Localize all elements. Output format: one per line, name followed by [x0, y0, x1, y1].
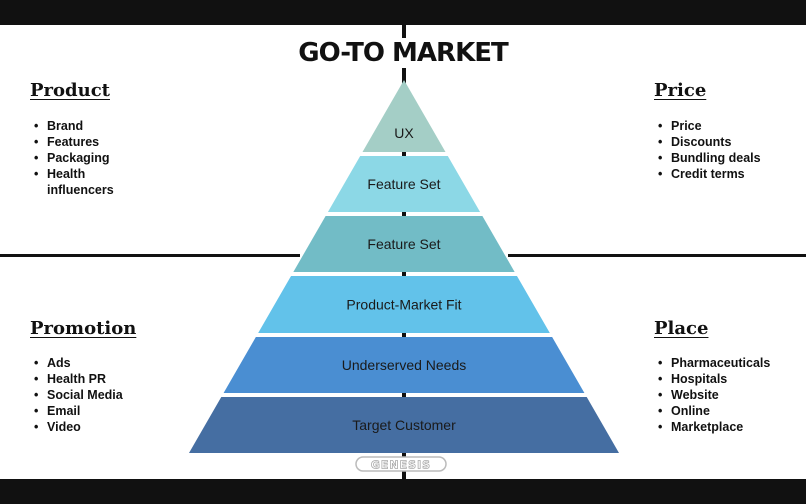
list-item: Website: [656, 387, 801, 403]
price-list: Price Discounts Bundling deals Credit te…: [656, 118, 796, 182]
list-item: Packaging: [32, 150, 142, 166]
list-item: Discounts: [656, 134, 796, 150]
list-item: Online: [656, 403, 801, 419]
list-item: Health PR: [32, 371, 172, 387]
genesis-logo: GENESIS: [355, 456, 447, 472]
pyramid-layer-label: Feature Set: [367, 236, 440, 252]
horizontal-divider-right: [508, 254, 806, 257]
pyramid-layer: [327, 156, 481, 212]
pyramid-layer-label: Product-Market Fit: [346, 297, 461, 313]
list-item: Features: [32, 134, 142, 150]
list-item: Health influencers: [32, 166, 142, 198]
promotion-title: Promotion: [30, 318, 137, 339]
bottom-band: [0, 479, 806, 504]
pyramid-layer-label: Underserved Needs: [342, 357, 467, 373]
list-item: Marketplace: [656, 419, 801, 435]
price-title: Price: [654, 80, 707, 101]
logo-text: GENESIS: [371, 459, 431, 472]
pyramid-layer: [362, 80, 446, 152]
page-title: GO-TO MARKET: [0, 38, 806, 68]
logo-outline: [355, 456, 447, 472]
horizontal-divider-left: [0, 254, 300, 257]
promotion-list: Ads Health PR Social Media Email Video: [32, 355, 172, 435]
top-band: [0, 0, 806, 25]
list-item: Hospitals: [656, 371, 801, 387]
place-title: Place: [654, 318, 709, 339]
pyramid-layer: [258, 276, 550, 333]
pyramid-layer: [223, 337, 585, 393]
pyramid-layer-label: Target Customer: [352, 417, 456, 433]
list-item: Price: [656, 118, 796, 134]
list-item: Video: [32, 419, 172, 435]
pyramid-layer: [189, 397, 619, 453]
product-title: Product: [30, 80, 110, 101]
list-item: Social Media: [32, 387, 172, 403]
pyramid-layer-label: Feature Set: [367, 176, 440, 192]
list-item: Credit terms: [656, 166, 796, 182]
list-item: Email: [32, 403, 172, 419]
product-list: Brand Features Packaging Health influenc…: [32, 118, 142, 198]
pyramid-layer-label: UX: [394, 125, 414, 141]
list-item: Pharmaceuticals: [656, 355, 801, 371]
pyramid-layer: [293, 216, 515, 272]
place-list: Pharmaceuticals Hospitals Website Online…: [656, 355, 801, 435]
page-title-text: GO-TO MARKET: [294, 38, 512, 68]
list-item: Ads: [32, 355, 172, 371]
list-item: Brand: [32, 118, 142, 134]
list-item: Bundling deals: [656, 150, 796, 166]
